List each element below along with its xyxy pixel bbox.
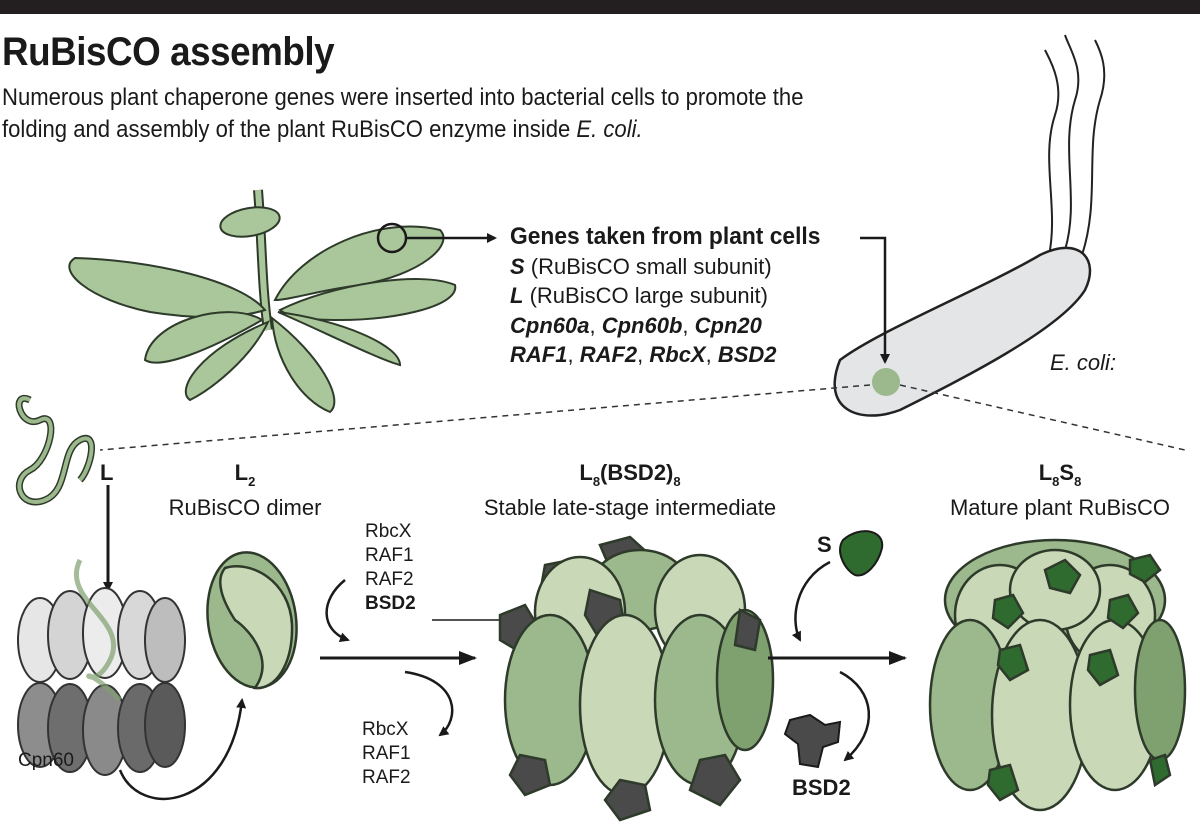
formula-l: L [579,460,593,485]
l8s8-label: L8S8 Mature plant RuBisCO [920,460,1200,521]
factor-in-item: RAF1 [365,545,414,566]
l8-bsd2-8-intermediate [498,535,775,822]
formula-sub-2: 2 [248,474,256,489]
separator: , [682,312,695,338]
genes-heading: Genes taken from plant cells [510,223,821,250]
factors-out-list: RbcX RAF1 RAF2 [362,718,411,790]
bsd2-released-shape [783,713,842,769]
s-in-arrow [791,560,831,642]
l8-bsd2-formula: L8(BSD2)8 [450,460,810,495]
gene-cpn20: Cpn20 [694,312,762,338]
factor-in-item: RbcX [365,521,412,542]
gene-l-desc: (RuBisCO large subunit) [523,283,768,308]
factor-out-item: RAF1 [362,743,411,764]
bsd2-in-label: BSD2 [365,593,416,614]
l8s8-name: Mature plant RuBisCO [949,495,1171,520]
bsd2-out-label: BSD2 [792,775,851,800]
formula-sub-8: 8 [1052,474,1060,489]
cpn60-label: Cpn60 [18,750,74,771]
l2-dimer [206,551,298,690]
plant-illustration [68,189,457,414]
l2-dimer-label: L2 RuBisCO dimer [150,460,340,521]
gene-l-symbol: L [510,283,524,308]
gene-s-row: S (RuBisCO small subunit) [510,252,837,282]
gene-raf2: RAF2 [579,342,638,367]
factors-out-arrow [404,670,454,737]
gene-chaperonin-row: Cpn60a, Cpn60b, Cpn20 [510,311,837,341]
formula-sub-8: 8 [673,474,681,489]
top-rule [0,0,1200,14]
formula-sub-8: 8 [592,474,601,489]
genes-list: Genes taken from plant cells S (RuBisCO … [510,222,837,370]
l8-bsd2-label: L8(BSD2)8 Stable late-stage intermediate [450,460,810,521]
separator: , [637,342,650,367]
figure-subtitle: Numerous plant chaperone genes were inse… [2,82,812,146]
factor-out-item: RbcX [362,719,409,740]
gene-s-symbol: S [510,253,525,279]
genes-to-ecoli-arrow [860,236,890,364]
factor-in-item: RAF2 [365,569,414,590]
zoom-line-left [99,384,871,451]
separator: , [567,342,580,367]
gene-cpn60a: Cpn60a [510,312,590,338]
ecoli-label: E. coli: [1050,350,1117,375]
l8-bsd2-name: Stable late-stage intermediate [483,495,777,520]
gene-bsd2: BSD2 [717,342,777,367]
cpn60-to-dimer-arrow [118,698,247,801]
figure-title: RuBisCO assembly [2,30,335,74]
l8s8-mature [928,538,1187,812]
l2-name: RuBisCO dimer [168,495,322,520]
zoom-line-right [899,384,1186,451]
factors-in-arrow [325,579,350,643]
gene-cpn60b: Cpn60b [601,312,683,338]
subtitle-text: Numerous plant chaperone genes were inse… [2,84,804,143]
factor-out-item: RAF2 [362,767,411,788]
l2-formula: L2 [150,460,340,495]
unfolded-l-chain [15,394,96,506]
gene-l-row: L (RuBisCO large subunit) [510,281,837,311]
gene-raf1: RAF1 [510,342,568,367]
formula-bsd2: (BSD2) [600,460,674,485]
subtitle-ecoli: E. coli. [576,116,643,143]
l8s8-formula: L8S8 [920,460,1200,495]
l-chain-label: L [100,460,114,485]
factors-in-list: RbcX RAF1 RAF2 BSD2 [365,520,416,616]
gene-factors-row: RAF1, RAF2, RbcX, BSD2 [510,340,837,370]
ecoli-illustration [833,34,1106,417]
gene-rbcx: RbcX [649,342,706,367]
cpn60-barrel [17,558,186,776]
formula-sub-8: 8 [1074,474,1082,489]
bsd2-out-arrow [839,670,870,762]
formula-s: S [1059,460,1075,485]
separator: , [589,312,602,338]
s-subunit-label: S [817,532,832,557]
formula-l: L [1038,460,1053,485]
gene-s-desc: (RuBisCO small subunit) [524,253,772,279]
formula-l: L [234,460,249,485]
s-subunit-shape [839,530,884,577]
separator: , [705,342,718,367]
